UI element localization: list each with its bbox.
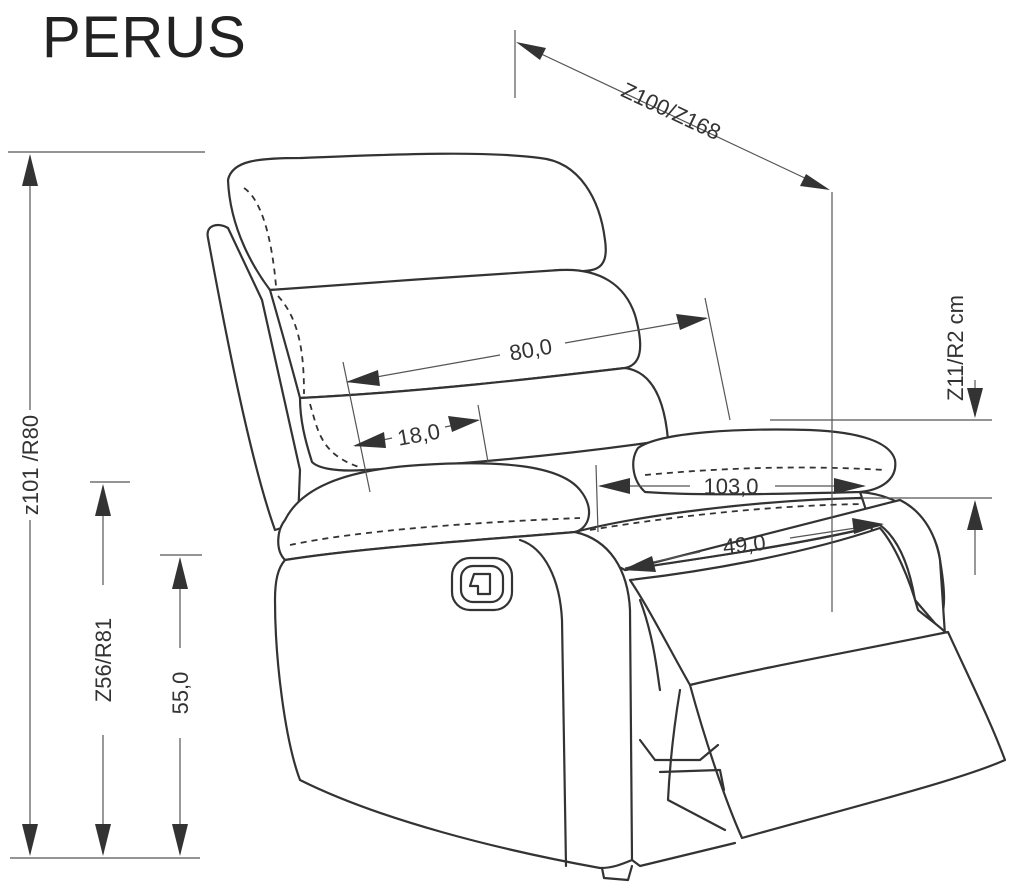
total-width-label: 103,0: [703, 474, 758, 499]
depth-label: Z100/Z168: [618, 77, 725, 145]
product-title: PERUS: [42, 5, 247, 70]
headrest-cushion: [226, 152, 607, 292]
seat-height-label: 55,0: [168, 672, 193, 715]
seat-height-total-label: Z56/R81: [91, 618, 116, 702]
footrest-upper: [628, 526, 950, 687]
right-armrest-cushion: [632, 428, 897, 496]
dimension-lines: [8, 30, 992, 859]
backrest-lower-cushion: [298, 366, 670, 472]
seat-width-label: 49,0: [722, 530, 767, 559]
armchair-illustration: [206, 152, 1007, 882]
footrest-lower: [688, 630, 1007, 840]
armrest-thickness-label: Z11/R2 cm: [943, 295, 968, 401]
total-height-label: z101 /R80: [18, 415, 43, 515]
seat-front: [623, 498, 947, 637]
back-frame: [206, 224, 302, 532]
left-arm-front-panel: [273, 530, 634, 870]
